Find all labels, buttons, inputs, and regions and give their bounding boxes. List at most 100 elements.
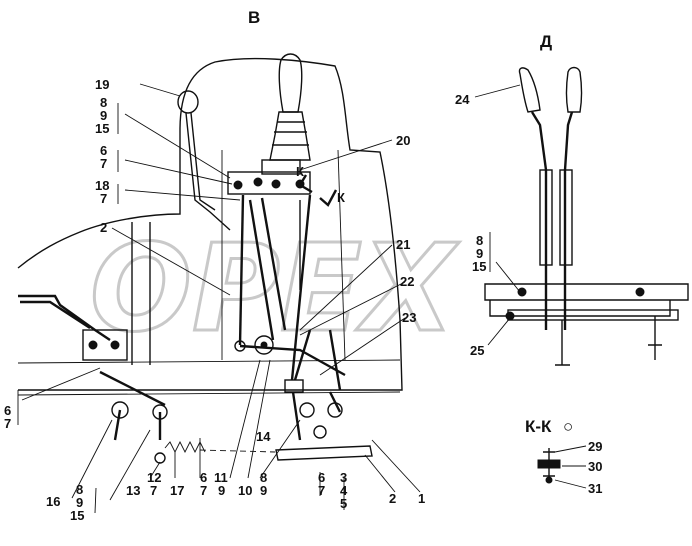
callout-16: 16 [46,494,60,509]
lower-link [291,391,342,441]
side-bolt [505,311,515,321]
callout-29: 29 [588,439,602,454]
pedal-bolt [88,340,98,350]
callout-8-top: 8 [100,95,107,110]
callout-19: 19 [95,77,109,92]
rod-diag [260,197,287,331]
spring-end [154,452,166,464]
view-label-side: Д [540,32,552,51]
rod-diag-2 [248,199,275,341]
callout-9-top: 9 [100,108,107,123]
bolt [233,180,243,190]
handle-right [565,66,583,113]
pivot-lower [111,401,129,419]
callout-12: 12 [147,470,161,485]
callout-8-bottom: 8 [76,482,83,497]
callout-23: 23 [402,310,416,325]
callout-7-12: 7 [150,483,157,498]
lower-joint [299,402,315,418]
callout-15-top: 15 [95,121,109,136]
crossbar [239,344,346,377]
lower-rod [99,370,166,407]
callout-20: 20 [396,133,410,148]
post-left [131,222,151,365]
callout-5: 5 [340,496,347,511]
lower-joint-2 [313,425,327,439]
stem-sleeve-left [539,169,553,266]
section-title: К-К [525,417,552,436]
callout-25: 25 [470,343,484,358]
section-symbol: ○ [563,417,573,436]
gear-boot [269,111,311,161]
cab-floor-line-2 [17,391,401,396]
stem-sleeve-right [559,169,573,266]
callout-14: 14 [256,429,271,444]
side-rail [507,309,679,321]
rod-left [238,194,245,346]
callout-7-18: 7 [100,191,107,206]
callout-7-left: 7 [4,416,11,431]
callout-2-left: 2 [100,220,107,235]
callout-8-low: 8 [260,470,267,485]
callout-18: 18 [95,178,109,193]
callout-3: 3 [340,470,347,485]
section-mark-2: К [337,190,345,205]
lever-lower [113,409,162,441]
callout-6-right: 6 [318,470,325,485]
bellcrank [254,335,274,355]
handle-left [518,67,541,113]
spring-17 [164,440,206,454]
handle-stem-left [530,111,548,330]
callout-24: 24 [455,92,470,107]
section-arrow-1 [298,174,313,194]
gear-knob [278,53,303,113]
cab-floor-line [17,359,401,364]
side-bracket-right [648,316,662,360]
callout-9-right: 9 [476,246,483,261]
callout-30: 30 [588,459,602,474]
pedal [18,294,111,341]
bolt [271,179,281,189]
callout-9-11: 9 [218,483,225,498]
pedal-bolt [110,340,120,350]
shift-bracket [261,159,301,175]
side-bolt [635,287,645,297]
callout-11: 11 [214,470,228,485]
callout-31: 31 [588,481,602,496]
callout-9-low: 9 [260,483,267,498]
callout-4: 4 [340,483,348,498]
side-pin [555,320,570,366]
callout-1: 1 [418,491,425,506]
callout-13: 13 [126,483,140,498]
callout-7-right: 7 [318,483,325,498]
view-label-main: В [248,8,260,27]
callout-8-right: 8 [476,233,483,248]
callout-15-bottom: 15 [70,508,84,523]
leader-lines [17,83,421,514]
section-leaders [554,445,587,489]
section-mark-1: К [296,164,304,179]
section-bolt [543,448,555,482]
callout-10: 10 [238,483,252,498]
link-23 [293,329,342,391]
handle-stem-right [563,111,574,330]
callout-7-top: 7 [100,156,107,171]
callout-6-mid: 6 [200,470,207,485]
dashed-rod [199,449,276,453]
callout-9-bottom: 9 [76,495,83,510]
side-frame [484,283,689,317]
lower-plate [275,445,373,461]
callout-6-top: 6 [100,143,107,158]
callout-2-bottom: 2 [389,491,396,506]
pedal-bracket [82,329,128,361]
callout-15-right: 15 [472,259,486,274]
callout-22: 22 [400,274,414,289]
wall-line-right [337,149,346,361]
section-nut [545,476,553,484]
section-arrow-2 [319,189,338,207]
lever-knob-19 [177,90,199,114]
side-leaders [474,84,521,346]
callout-6-left: 6 [4,403,11,418]
